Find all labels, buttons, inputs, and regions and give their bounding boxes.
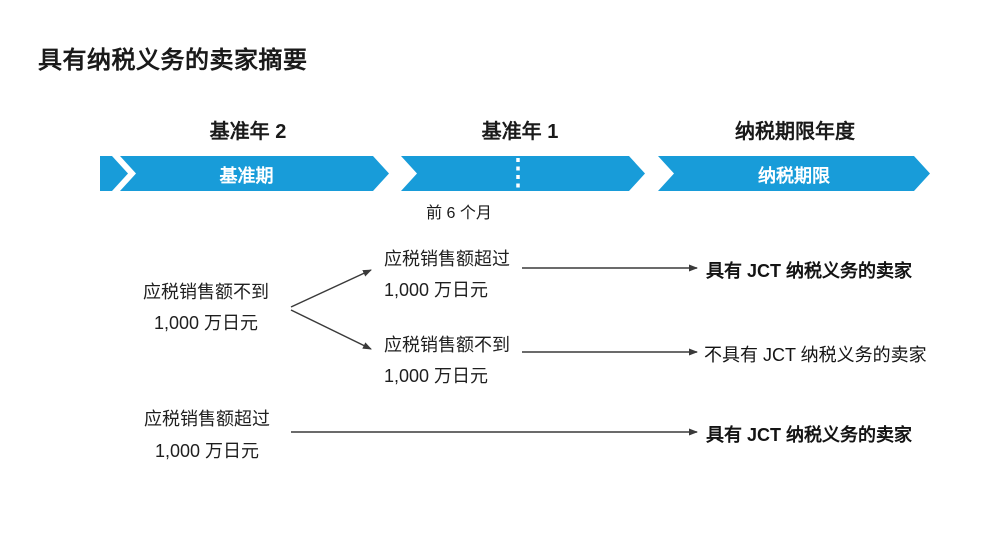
column-header-base-year-2: 基准年 2 <box>209 121 287 143</box>
flow-node-bottom-over-10m: 应税销售额超过 1,000 万日元 <box>127 403 287 467</box>
banner-label-tax-period: 纳税期限 <box>758 166 830 186</box>
page-title: 具有纳税义务的卖家摘要 <box>38 47 308 74</box>
branch-arrow-upper <box>290 269 372 308</box>
flow-node-lower-under-10m: 应税销售额不到 1,000 万日元 <box>384 330 510 392</box>
timeline-lead-chevron-icon <box>100 156 128 191</box>
outcome-has-jct-obligation-2: 具有 JCT 纳税义务的卖家 <box>706 425 913 445</box>
column-header-base-year-1: 基准年 1 <box>481 121 559 143</box>
flow-node-upper-line1: 应税销售额超过 <box>384 249 510 269</box>
flow-node-base-line2: 1,000 万日元 <box>153 313 259 333</box>
column-header-tax-period-year: 纳税期限年度 <box>735 121 855 143</box>
flow-node-lower-line1: 应税销售额不到 <box>384 335 510 355</box>
first-six-months-label: 前 6 个月 <box>426 205 492 222</box>
flow-node-upper-line2: 1,000 万日元 <box>384 280 489 300</box>
flow-node-bottom-line1: 应税销售额超过 <box>144 409 270 429</box>
flow-node-lower-line2: 1,000 万日元 <box>384 366 489 386</box>
flow-node-base-under-10m: 应税销售额不到 1,000 万日元 <box>126 277 286 339</box>
flow-node-bottom-line2: 1,000 万日元 <box>154 441 260 461</box>
flow-node-upper-over-10m: 应税销售额超过 1,000 万日元 <box>384 244 510 306</box>
timeline-banner-base-period <box>120 156 389 191</box>
timeline-banner-middle <box>401 156 645 191</box>
timeline-banner-tax-period <box>658 156 930 191</box>
outcome-no-jct-obligation: 不具有 JCT 纳税义务的卖家 <box>704 345 927 365</box>
branch-arrow-lower <box>290 309 372 350</box>
banner-label-base-period: 基准期 <box>219 166 274 186</box>
outcome-has-jct-obligation-1: 具有 JCT 纳税义务的卖家 <box>706 261 913 281</box>
flow-node-base-line1: 应税销售额不到 <box>143 282 269 302</box>
